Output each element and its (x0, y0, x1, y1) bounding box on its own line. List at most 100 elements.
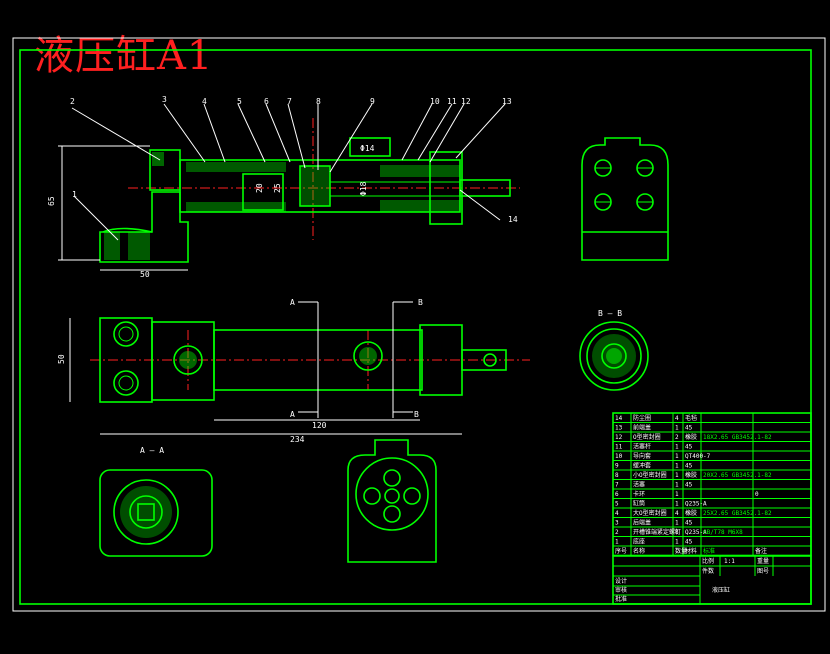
bom-cell-name: O型密封圈 (633, 433, 661, 441)
section-a-top: A (290, 298, 295, 307)
bom-cell-name: 缸筒 (633, 500, 645, 508)
bom-cell-name: 缓冲套 (633, 462, 651, 470)
bom-cell-name: 卡环 (633, 490, 645, 498)
part-no-7: 7 (287, 97, 292, 106)
part-no-4: 4 (202, 97, 207, 106)
tb-ratio: 1:1 (724, 558, 735, 565)
bom-cell-no: 6 (615, 491, 619, 498)
bom-cell-qty: 1 (675, 463, 679, 470)
bom-cell-qty: 1 (675, 539, 679, 546)
flange-view (347, 439, 437, 563)
inner-frame (19, 49, 812, 605)
part-no-10: 10 (430, 97, 440, 106)
bom-cell-no: 1 (615, 539, 619, 546)
bom-cell-qty: 1 (675, 501, 679, 508)
part-no-8: 8 (316, 97, 321, 106)
dim-height-top: 65 (47, 196, 56, 206)
bom-cell-mat: QT400-7 (685, 453, 711, 460)
bom-cell-mat: 毛毡 (685, 414, 697, 422)
section-b-top: B (418, 298, 423, 307)
bom-cell-mat: 45 (685, 463, 693, 470)
part-no-12: 12 (461, 97, 471, 106)
bom-cell-qty: 4 (675, 510, 679, 517)
bom-cell-mat: Q235-A (685, 501, 707, 508)
bom-cell-name: 小O型密封圈 (633, 471, 667, 479)
part-no-9: 9 (370, 97, 375, 106)
bom-cell-name: 大O型密封圈 (633, 509, 667, 517)
bom-cell-name: 活塞 (633, 481, 645, 489)
bom-cell-qty: 2 (675, 434, 679, 441)
bom-cell-qty: 4 (675, 415, 679, 422)
part-no-5: 5 (237, 97, 242, 106)
bom-cell-name: 活塞杆 (633, 443, 651, 451)
bom-cell-mat: Q235-A (685, 529, 707, 536)
bom-cell-no: 12 (615, 434, 623, 441)
bom-header-no: 序号 (615, 547, 627, 555)
bom-cell-no: 14 (615, 415, 623, 422)
title-block: 比例 1:1 重量 件数 图号 设计 审核 批准 液压缸 (612, 555, 812, 605)
tb-ratio-label: 比例 (702, 557, 714, 565)
bom-cell-qty: 1 (675, 444, 679, 451)
bom-cell-qty: 1 (675, 482, 679, 489)
dim-base-width: 50 (140, 270, 150, 279)
bom-cell-no: 11 (615, 444, 623, 451)
bom-header-qty: 数量 (675, 547, 687, 555)
drawing-title: 液压缸A1 (34, 33, 214, 79)
part-no-13: 13 (502, 97, 512, 106)
bom-cell-qty: 1 (675, 491, 679, 498)
dim-rod-dia: Φ18 (359, 181, 368, 196)
bom-cell-no: 13 (615, 425, 623, 432)
bom-cell-no: 8 (615, 472, 619, 479)
bom-cell-name: 前端盖 (633, 424, 651, 432)
bom-cell-name: 导向套 (633, 452, 651, 460)
bom-cell-no: 2 (615, 529, 619, 536)
bom-cell-mat: 橡胶 (685, 471, 697, 479)
dim-inner-20: 20 (255, 183, 264, 193)
dim-inner-25: 25 (273, 183, 282, 193)
outer-frame (12, 37, 826, 612)
section-view-top: 65 50 20 25 Φ18 Φ14 (47, 118, 520, 279)
bom-cell-qty: 1 (675, 453, 679, 460)
part-callouts: 2 1 3 4 5 6 7 8 9 10 11 12 13 14 (70, 95, 518, 241)
part-no-2: 2 (70, 97, 75, 106)
bom-cell-name: 防尘圈 (633, 414, 651, 422)
bom-cell-note: 0 (755, 491, 759, 498)
bom-cell-no: 3 (615, 520, 619, 527)
part-no-6: 6 (264, 97, 269, 106)
bom-cell-qty: 8 (675, 529, 679, 536)
bom-cell-no: 10 (615, 453, 623, 460)
aa-view: A — A (99, 446, 213, 557)
bom-cell-name: 后端盖 (633, 519, 651, 527)
bom-cell-mat: 45 (685, 425, 693, 432)
end-view-right (581, 137, 669, 261)
bom-cell-std: GB/T78 M6X8 (703, 529, 743, 536)
dim-port-dia: Φ14 (360, 144, 375, 153)
bom-cell-mat: 45 (685, 539, 693, 546)
bom-cell-qty: 1 (675, 472, 679, 479)
aa-label: A — A (140, 446, 164, 455)
bom-cell-no: 9 (615, 463, 619, 470)
bom-cell-no: 7 (615, 482, 619, 489)
bom-cell-mat: 橡胶 (685, 509, 697, 517)
bom-cell-std: 20X2.65 GB3452.1-82 (703, 472, 772, 479)
bom-cell-mat: 橡胶 (685, 433, 697, 441)
tb-drawing-name: 液压缸 (712, 586, 730, 594)
bom-cell-qty: 1 (675, 425, 679, 432)
tb-approve-label: 批准 (615, 595, 627, 603)
bom-header-name: 名称 (633, 547, 645, 555)
part-no-11: 11 (447, 97, 457, 106)
tb-count-label: 件数 (702, 567, 714, 575)
bom-cell-no: 4 (615, 510, 619, 517)
plan-view: 50 120 234 A A B B (57, 298, 530, 444)
bb-view: B — B (579, 309, 649, 391)
bom-cell-qty: 1 (675, 520, 679, 527)
bom-cell-std: 18X2.65 GB3452.1-82 (703, 434, 772, 441)
bom-cell-name: 开槽锥端紧定螺钉 (633, 528, 681, 536)
bom-header-mat: 材料 (685, 547, 697, 555)
bom-cell-std: 25X2.65 GB3452.1-82 (703, 510, 772, 517)
section-b-bottom: B (414, 410, 419, 419)
section-a-bottom: A (290, 410, 295, 419)
dim-length-120: 120 (312, 421, 327, 430)
